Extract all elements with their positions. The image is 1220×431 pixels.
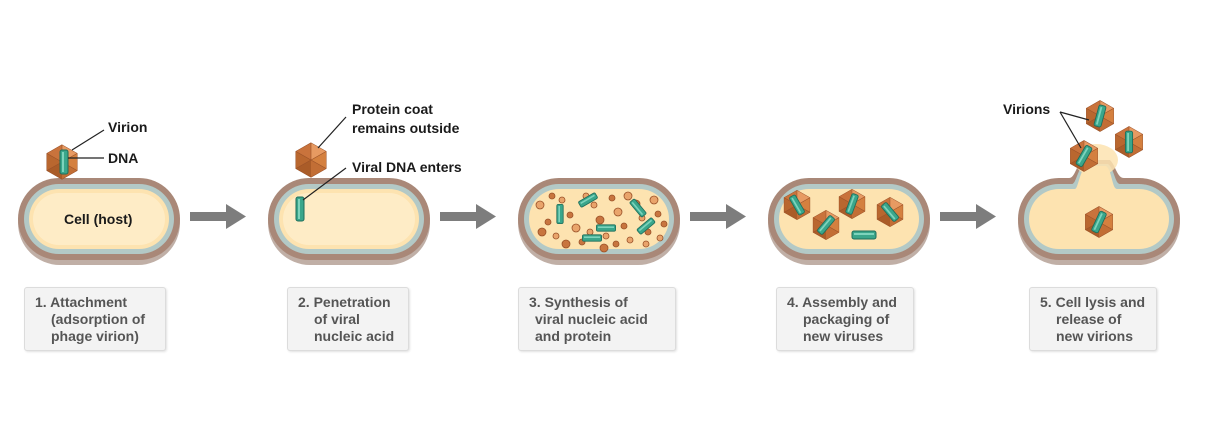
protein-subunit-dot xyxy=(544,218,552,226)
protein-subunit-dot xyxy=(586,228,594,236)
step-text-line: Penetration xyxy=(313,294,391,310)
protein-subunit-dot xyxy=(599,243,609,253)
protein-subunit-dot xyxy=(660,220,668,228)
step-caption-2: 2. Penetration of viral nucleic acid xyxy=(287,287,409,351)
cell-1-attachment xyxy=(18,178,180,265)
protein-subunit-dot xyxy=(654,210,662,218)
protein-subunit-dot xyxy=(552,232,560,240)
step-text-line: Cell lysis and xyxy=(1055,294,1146,310)
step-text-line: new virions xyxy=(1056,328,1134,344)
protein-subunit-dot xyxy=(620,222,628,230)
step-text-line: Assembly and xyxy=(802,294,897,310)
virions-pointer-line-2 xyxy=(1059,111,1082,149)
step-text-line: packaging of xyxy=(803,311,890,327)
step-text-line: (adsorption of xyxy=(51,311,146,327)
viral-dna-rod xyxy=(582,234,602,242)
step-text-line: Attachment xyxy=(50,294,128,310)
step-text-line: new viruses xyxy=(803,328,884,344)
virion-label: Virion xyxy=(108,119,148,135)
step-arrow-3 xyxy=(690,204,746,229)
protein-subunit-dot xyxy=(649,195,659,205)
protein-subunit-dot xyxy=(590,201,598,209)
viral-dna-pointer-line xyxy=(302,167,347,201)
cell-host-label: Cell (host) xyxy=(64,211,133,227)
step-text-line: nucleic acid xyxy=(314,328,395,344)
step-number: 5. xyxy=(1040,294,1052,310)
step-caption-1: 1. Attachment (adsorption of phage virio… xyxy=(24,287,166,351)
step-arrow-4 xyxy=(940,204,996,229)
step-number: 1. xyxy=(35,294,47,310)
protein-subunit-dot xyxy=(623,191,633,201)
viral-dna-rod xyxy=(556,203,564,225)
protein-coat-label-line2: remains outside xyxy=(352,120,460,136)
step-text-line: of viral xyxy=(314,311,360,327)
step-arrow-1 xyxy=(190,204,246,229)
protein-subunit-dot xyxy=(548,192,556,200)
viral-dna-rod-entering xyxy=(295,196,305,222)
cell-5-lysis xyxy=(1018,144,1180,265)
protein-coat-icon xyxy=(295,142,327,178)
viral-dna-enters-label: Viral DNA enters xyxy=(352,159,462,175)
protein-subunit-dot xyxy=(535,200,545,210)
step-number: 2. xyxy=(298,294,310,310)
virions-pointer-line-1 xyxy=(1059,111,1090,121)
protein-subunit-dot xyxy=(613,207,623,217)
step-text-line: Synthesis of xyxy=(544,294,628,310)
protein-coat-pointer-line xyxy=(317,116,347,149)
step-caption-3: 3. Synthesis of viral nucleic acid and p… xyxy=(518,287,676,351)
cell-4-assembly xyxy=(768,178,930,265)
viral-dna-rod xyxy=(596,224,616,232)
protein-subunit-dot xyxy=(602,232,610,240)
protein-subunit-dot xyxy=(612,240,620,248)
step-number: 4. xyxy=(787,294,799,310)
protein-coat-label-line1: Protein coat xyxy=(352,101,433,117)
step-caption-5: 5. Cell lysis and release of new virions xyxy=(1029,287,1157,351)
protein-subunit-dot xyxy=(571,223,581,233)
step-text-line: and protein xyxy=(535,328,612,344)
step-number: 3. xyxy=(529,294,541,310)
protein-subunit-dot xyxy=(566,211,574,219)
protein-subunit-dot xyxy=(537,227,547,237)
dna-label: DNA xyxy=(108,150,139,166)
step-text-line: phage virion) xyxy=(51,328,139,344)
step-text-line: viral nucleic acid xyxy=(535,311,648,327)
protein-subunit-dot xyxy=(558,196,566,204)
step-caption-4: 4. Assembly and packaging of new viruses xyxy=(776,287,914,351)
protein-subunit-dot xyxy=(656,234,664,242)
protein-subunit-dot xyxy=(561,239,571,249)
cell-2-penetration xyxy=(268,178,430,265)
protein-subunit-dot xyxy=(642,240,650,248)
cell-3-synthesis xyxy=(518,178,680,265)
protein-subunit-dot xyxy=(608,194,616,202)
step-text-line: release of xyxy=(1056,311,1122,327)
protein-subunit-dot xyxy=(626,236,634,244)
protein-subunit-dot xyxy=(595,215,605,225)
virion-pointer-line xyxy=(71,129,105,151)
virions-label: Virions xyxy=(1003,101,1051,117)
step-arrow-2 xyxy=(440,204,496,229)
